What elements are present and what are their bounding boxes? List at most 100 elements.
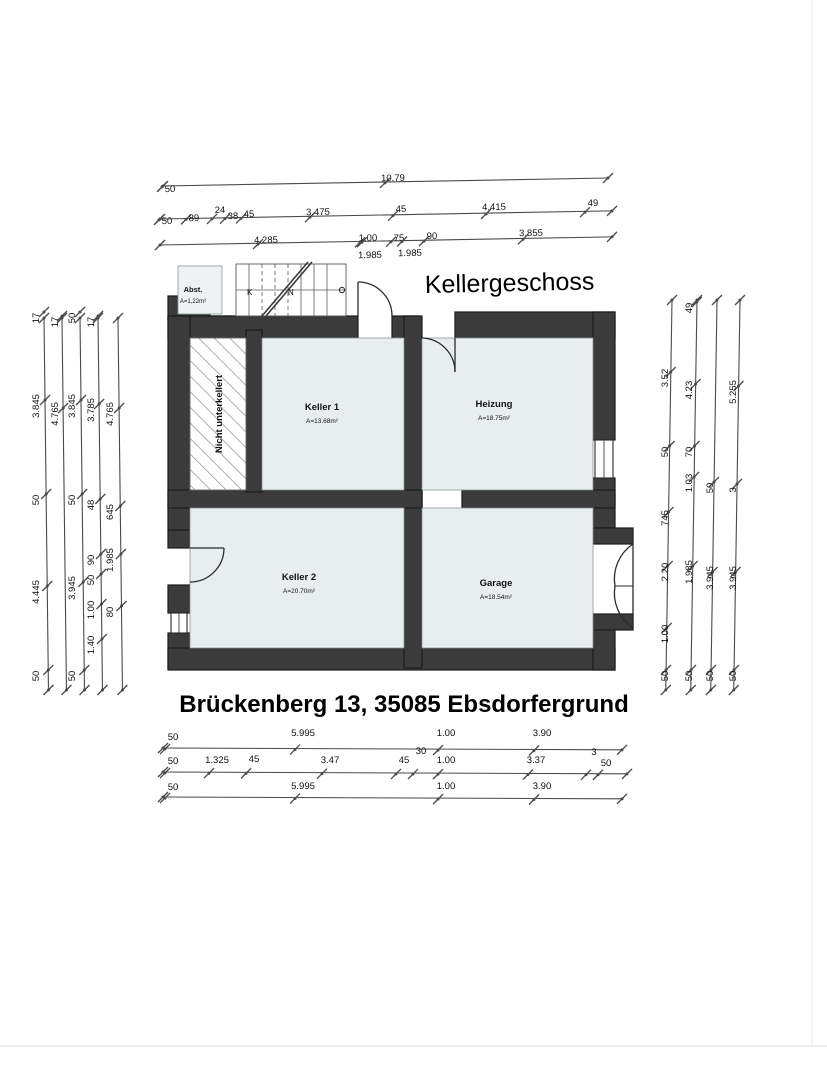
stairs-direction-arrow xyxy=(265,261,313,317)
dimension-tick xyxy=(734,294,746,306)
window-group xyxy=(170,439,614,634)
dimension-label: 1.985 xyxy=(358,250,382,261)
dimension-label: 50 xyxy=(728,671,739,682)
dimension-label: 75 xyxy=(394,233,405,244)
tick-node xyxy=(98,497,102,501)
dimension-tick xyxy=(157,742,169,754)
dimension-tick xyxy=(390,768,402,780)
dimension-tick xyxy=(687,560,699,572)
tick-node xyxy=(158,243,162,247)
dimension-tick xyxy=(396,236,408,247)
wall-garage-bump-bottom xyxy=(592,613,634,631)
tick-node xyxy=(532,798,536,802)
dimension-label: 3.90 xyxy=(533,781,552,792)
dimension-tick xyxy=(663,506,674,518)
tick-node xyxy=(100,637,104,641)
dimension-tick xyxy=(728,684,740,696)
tick-node xyxy=(689,668,693,672)
dimension-tick xyxy=(688,471,700,483)
floor-title: Kellergeschoss xyxy=(425,267,595,299)
dimension-label: 90 xyxy=(86,555,97,566)
tick-node xyxy=(43,398,47,402)
dimension-label: 3.945 xyxy=(728,566,739,590)
dimension-label: 50 xyxy=(601,758,612,769)
dimension-tick xyxy=(77,576,89,588)
tick-node xyxy=(119,552,123,556)
dimension-label: 50 xyxy=(705,483,716,494)
dimension-label: 49 xyxy=(588,198,599,209)
dimension-label: 80 xyxy=(105,607,116,618)
dimension-label: 89 xyxy=(189,213,200,224)
dimension-tick xyxy=(157,791,169,803)
dimension-label: 3.475 xyxy=(306,207,330,218)
dimension-label: 17 xyxy=(50,317,61,328)
dimension-tick xyxy=(665,366,677,378)
dimension-label: 5.995 xyxy=(291,781,315,792)
dimension-line-top-3 xyxy=(159,236,613,246)
tick-node xyxy=(693,444,697,448)
dimension-label: 45 xyxy=(249,754,260,765)
dimension-label: 3 xyxy=(728,487,739,492)
dimension-line-right-2 xyxy=(690,299,698,691)
tick-node xyxy=(161,184,165,188)
dimension-tick xyxy=(379,177,391,189)
tick-node xyxy=(116,316,120,320)
dimension-label: 3.90 xyxy=(533,728,552,739)
tick-node xyxy=(99,552,103,556)
dimension-tick xyxy=(75,394,87,406)
dimension-label: 3.845 xyxy=(67,394,78,418)
tick-node xyxy=(738,298,742,302)
dimension-line-bottom-1 xyxy=(162,747,623,751)
tick-node xyxy=(118,504,122,508)
dimension-label: 745 xyxy=(660,510,671,526)
tick-node xyxy=(610,209,614,213)
dimension-label: 50 xyxy=(660,671,671,682)
hatch-area-label: Nicht unterkellert xyxy=(214,374,225,453)
wall-left-door-jamb xyxy=(167,529,191,549)
dimension-label: 1.00 xyxy=(86,601,97,620)
dimension-tick xyxy=(61,684,72,696)
dimension-tick xyxy=(705,684,717,696)
hatched-area-group: Nicht unterkellert xyxy=(189,337,247,491)
dimension-tick xyxy=(117,684,128,696)
tick-node xyxy=(625,772,629,776)
dimension-tick xyxy=(97,684,108,696)
tick-node xyxy=(360,240,364,244)
tick-node xyxy=(521,237,525,241)
dimension-label: 50 xyxy=(660,447,671,458)
tick-node xyxy=(45,584,49,588)
dimension-tick xyxy=(660,664,672,676)
dimension-label: 3 xyxy=(591,747,596,758)
dimension-tick xyxy=(154,239,166,251)
tick-node xyxy=(61,406,65,410)
dimension-tick xyxy=(356,236,368,248)
dimension-tick xyxy=(602,172,614,184)
tick-node xyxy=(120,604,124,608)
dimension-label: 90 xyxy=(427,231,438,242)
tick-node xyxy=(223,217,227,221)
dimension-tick xyxy=(240,767,252,779)
tick-node xyxy=(239,216,243,220)
dimension-tick xyxy=(432,793,444,805)
dimension-label: 4.765 xyxy=(50,402,61,426)
tick-node xyxy=(715,298,719,302)
tick-node xyxy=(78,316,82,320)
dimension-label: 50 xyxy=(67,313,78,324)
dimension-tick xyxy=(432,768,444,780)
wall-garage-bump-top xyxy=(592,527,634,545)
dimension-tick xyxy=(666,294,678,306)
dimension-tick xyxy=(304,211,316,223)
dimension-tick xyxy=(689,440,701,452)
door-group xyxy=(189,281,634,629)
dimension-label: 645 xyxy=(105,504,116,520)
tick-node xyxy=(394,772,398,776)
dimension-tick xyxy=(43,684,54,696)
dimension-label: 50 xyxy=(684,671,695,682)
tick-node xyxy=(161,795,165,799)
dimension-tick xyxy=(387,210,399,222)
tick-node xyxy=(692,475,696,479)
tick-node xyxy=(46,688,50,692)
room-name-heizung: Heizung xyxy=(476,399,513,410)
stair-mark-n: N xyxy=(288,288,294,297)
